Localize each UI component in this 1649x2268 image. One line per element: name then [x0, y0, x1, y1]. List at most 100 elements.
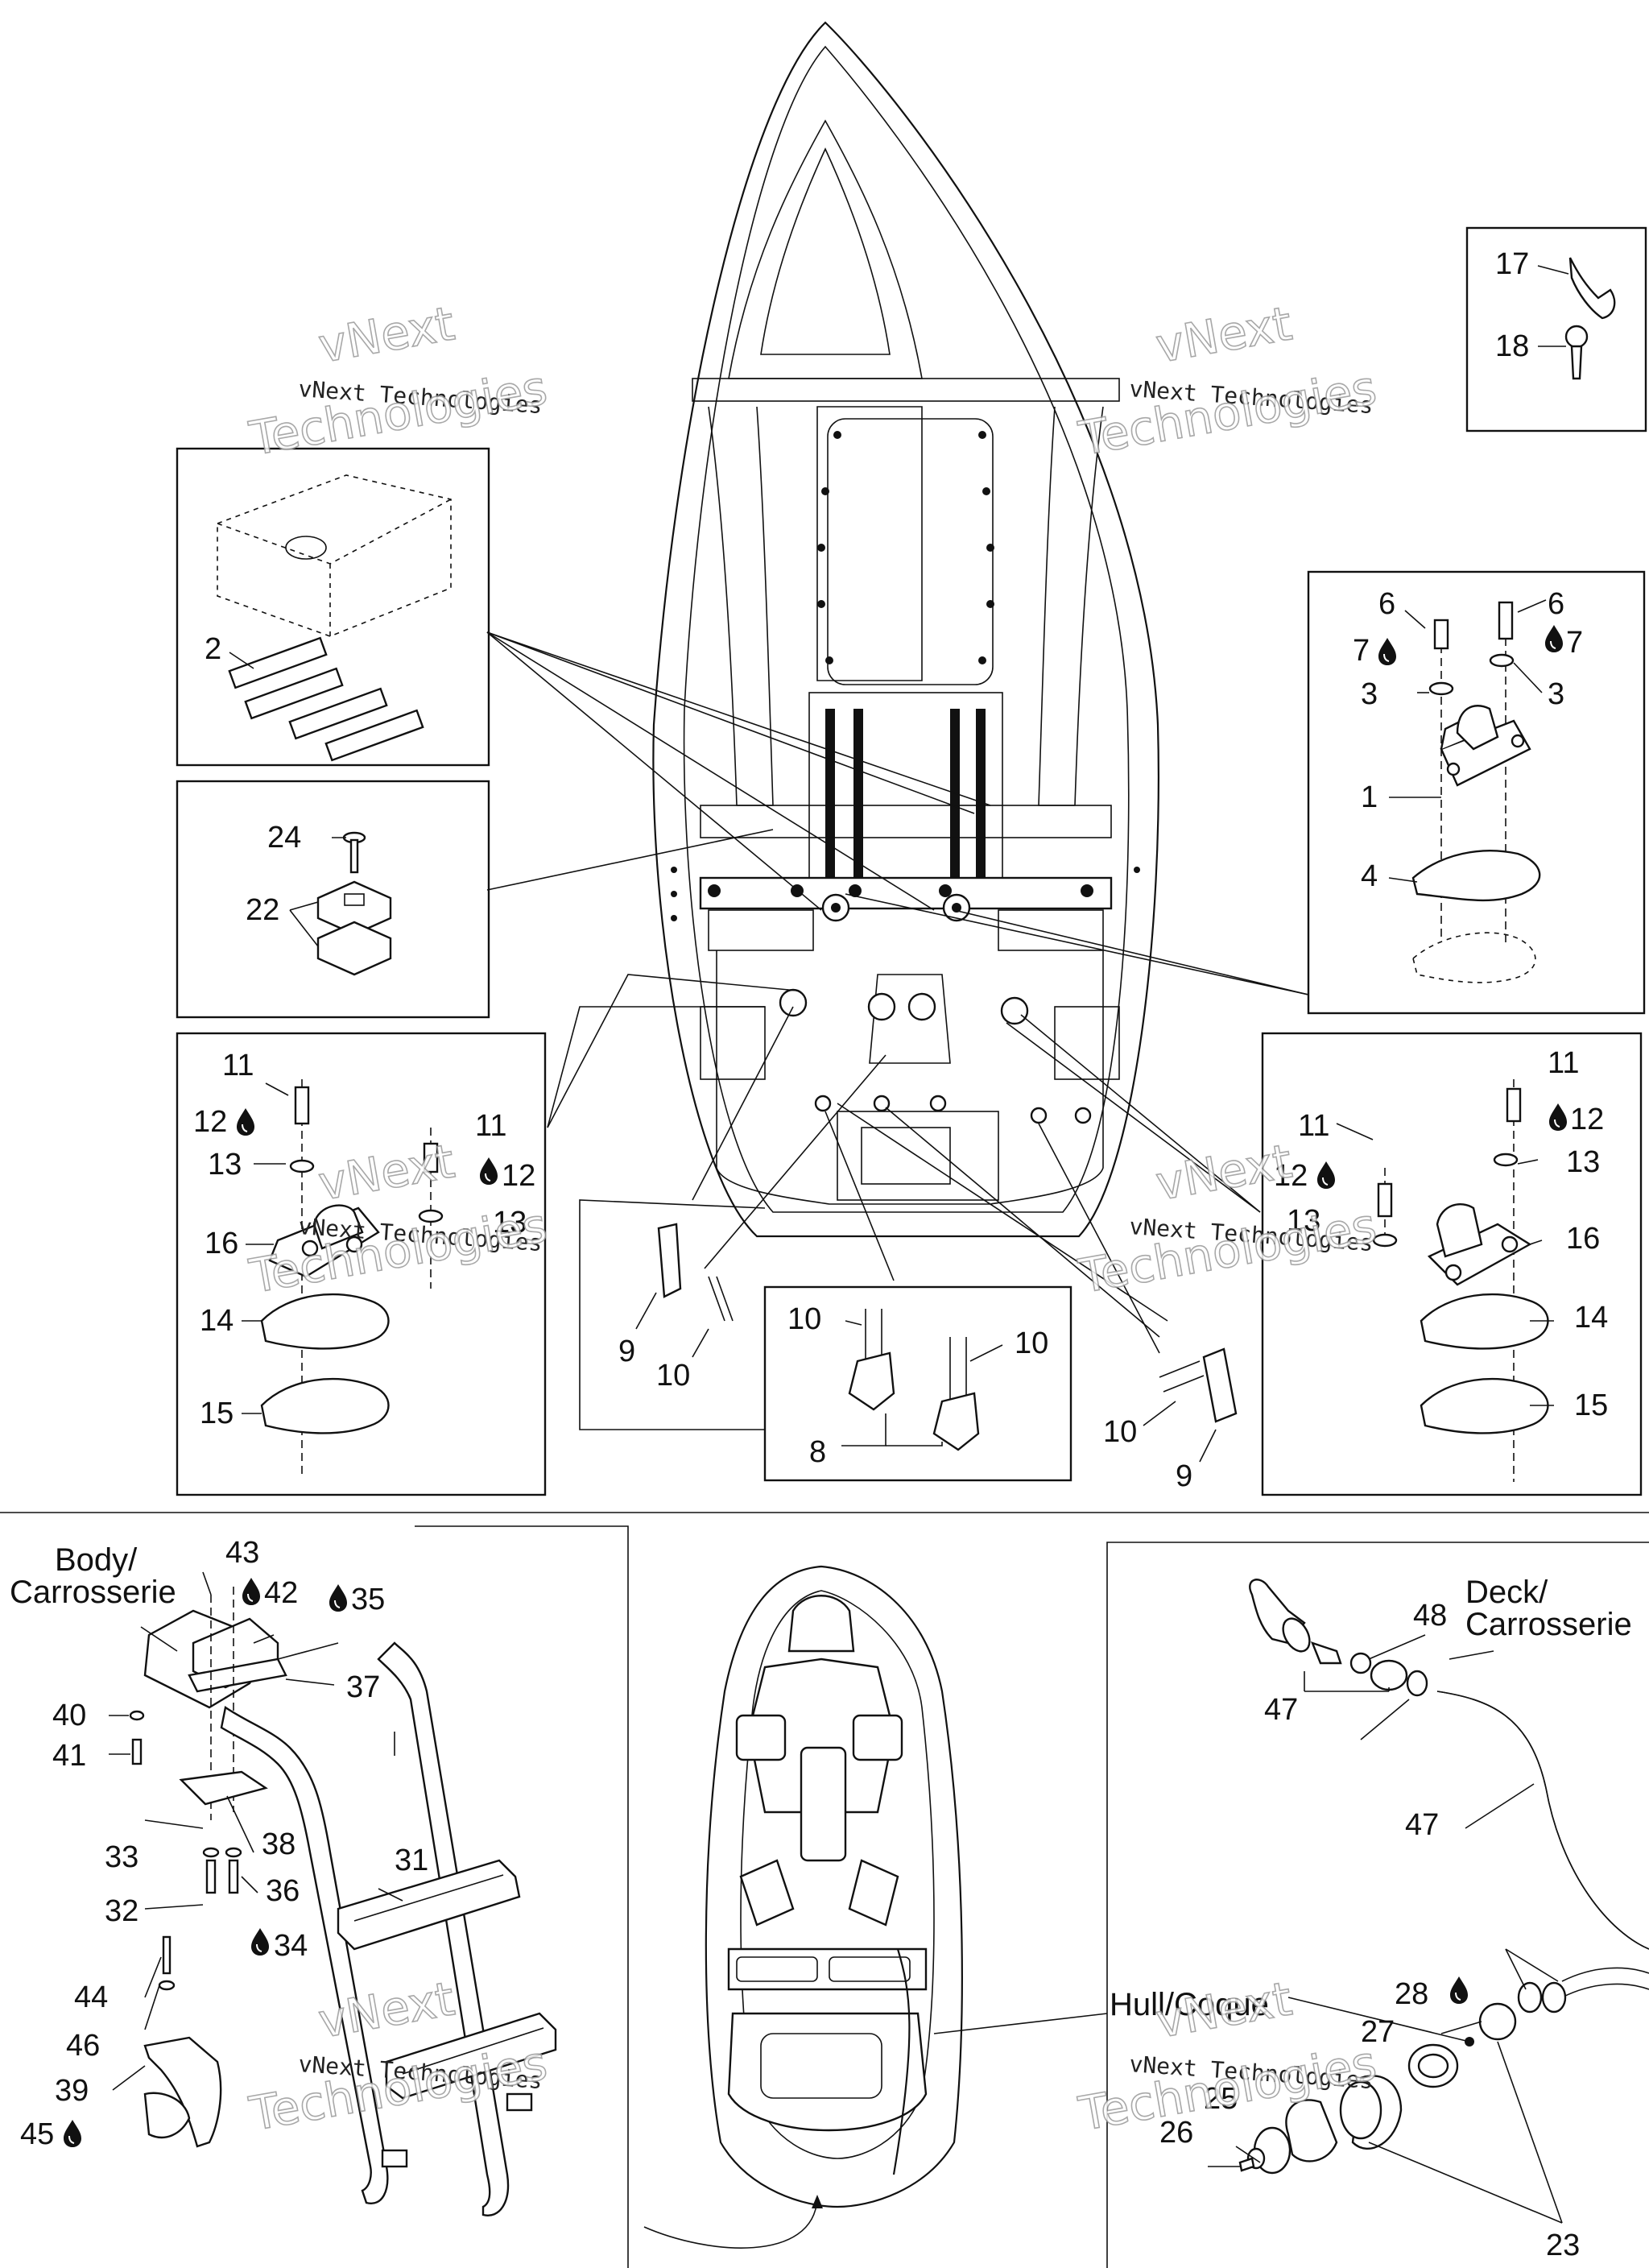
part-30: 32	[105, 1894, 138, 1928]
part-15: 15	[200, 1397, 234, 1430]
part-6-right: 6	[1548, 587, 1564, 621]
drain-assembly	[1106, 1542, 1649, 2268]
watermark-brand: vNext	[1152, 296, 1296, 373]
part-28: 28	[1395, 1977, 1428, 2011]
part-14-b: 14	[1574, 1301, 1608, 1335]
part-37: 39	[55, 2074, 89, 2108]
detail-box-mount-left	[176, 1032, 547, 1496]
part-12-b: 12	[502, 1159, 535, 1193]
watermark-brand: vNext	[315, 1133, 459, 1211]
part-34: 36	[266, 1874, 300, 1908]
sealant-drop-icon	[1548, 1103, 1568, 1132]
region-labels: Body/ Carrosserie Deck/ Carrosserie Hull…	[10, 1542, 1632, 2022]
part-16: 16	[205, 1227, 238, 1260]
part-10-center-b: 10	[1015, 1326, 1048, 1360]
part-10-left: 10	[656, 1359, 690, 1393]
bracket-9-left	[635, 1223, 734, 1358]
body-label-line2: Carrosserie	[10, 1575, 176, 1610]
detail-box-mount-right-lower	[1261, 1032, 1643, 1496]
part-45: 47	[1264, 1693, 1298, 1727]
part-36: 38	[262, 1827, 295, 1861]
part-39: 41	[52, 1739, 86, 1773]
bracket-9-right	[1143, 1347, 1238, 1463]
part-13-d: 13	[1566, 1145, 1600, 1179]
part-32: 34	[274, 1929, 308, 1963]
deck-label-line1: Deck/	[1465, 1575, 1548, 1610]
part-13: 13	[208, 1148, 242, 1182]
part-6-left: 6	[1378, 587, 1395, 621]
part-14: 14	[200, 1304, 234, 1338]
part-38: 40	[52, 1699, 86, 1732]
part-12: 12	[193, 1105, 227, 1139]
detail-box-17-18	[1465, 226, 1647, 432]
sealant-drop-icon	[250, 1927, 270, 1956]
watermark-word: Technologies	[246, 360, 552, 466]
sealant-drop-icon	[63, 2119, 82, 2148]
part-23: 24	[267, 821, 301, 855]
part-10-right: 10	[1103, 1415, 1137, 1449]
part-2: 2	[205, 632, 221, 666]
watermark-word: Technologies	[1075, 360, 1381, 466]
part-4: 4	[1361, 859, 1378, 893]
part-33: 35	[351, 1583, 385, 1616]
detail-box-8-10	[763, 1285, 1072, 1482]
watermark-word: Technologies	[1075, 2035, 1381, 2142]
part-24: 23	[1546, 2229, 1580, 2262]
part-11: 11	[222, 1049, 254, 1082]
part-22: 22	[246, 893, 279, 927]
sealant-drop-icon	[1449, 1976, 1469, 2005]
part-12-c: 12	[1274, 1159, 1308, 1193]
part-1: 1	[1361, 780, 1378, 814]
body-label-line1: Body/	[55, 1542, 138, 1578]
part-9-left: 9	[618, 1335, 635, 1368]
deck-label-line2: Carrosserie	[1465, 1607, 1632, 1642]
watermark-brand: vNext	[1152, 1133, 1296, 1211]
part-12-d: 12	[1570, 1103, 1604, 1136]
part-3-left: 3	[1361, 677, 1378, 711]
part-number-labels: 17 18 2 24 22 6 6 7 7 3 3 1 4 11 12 13 1…	[20, 247, 1608, 2262]
part-11-d: 11	[1548, 1046, 1579, 1080]
part-18: 18	[1495, 329, 1529, 363]
sealant-drop-icon	[1378, 637, 1397, 666]
detail-box-22-23	[176, 780, 490, 1019]
watermark-brand: vNext	[315, 296, 459, 373]
part-35: 37	[346, 1670, 380, 1704]
part-9-right: 9	[1176, 1459, 1192, 1493]
part-8: 8	[809, 1435, 826, 1469]
watermark-word: Technologies	[246, 2035, 552, 2142]
part-25: 25	[1204, 2082, 1238, 2116]
ladder-assembly	[109, 1525, 629, 2268]
part-31: 33	[105, 1840, 138, 1874]
part-42: 44	[74, 1980, 108, 2014]
sealant-drop-icon	[1316, 1161, 1336, 1190]
part-15-b: 15	[1574, 1389, 1608, 1422]
part-17: 17	[1495, 247, 1529, 281]
part-47: 47	[1405, 1808, 1439, 1842]
part-16-b: 16	[1566, 1222, 1600, 1256]
sealant-drop-icon	[236, 1107, 255, 1136]
watermark-brand: vNext	[1152, 1971, 1296, 2048]
boat-top-view	[652, 21, 1159, 1238]
part-29: 31	[395, 1844, 428, 1877]
part-11-b: 11	[475, 1109, 506, 1143]
part-13-b: 13	[493, 1206, 527, 1240]
part-43: 45	[20, 2117, 54, 2151]
detail-box-2	[176, 447, 490, 767]
part-7-right: 7	[1566, 626, 1583, 660]
part-46: 48	[1413, 1599, 1447, 1633]
leader-lines	[486, 631, 1309, 1430]
hull-label: Hull/Coque	[1110, 1987, 1269, 2022]
part-11-c: 11	[1298, 1109, 1329, 1143]
part-7-left: 7	[1353, 634, 1370, 668]
part-3-right: 3	[1548, 677, 1564, 711]
detail-box-mount-right	[1307, 570, 1646, 1015]
hatch-bolts	[817, 431, 994, 664]
part-44: 46	[66, 2029, 100, 2063]
watermark-word: Technologies	[246, 1198, 552, 1304]
part-10-center-a: 10	[787, 1302, 821, 1336]
sealant-drop-icon	[329, 1583, 348, 1612]
part-27: 27	[1361, 2015, 1395, 2049]
part-26: 26	[1159, 2116, 1193, 2150]
sealant-drop-icon	[1544, 624, 1564, 653]
